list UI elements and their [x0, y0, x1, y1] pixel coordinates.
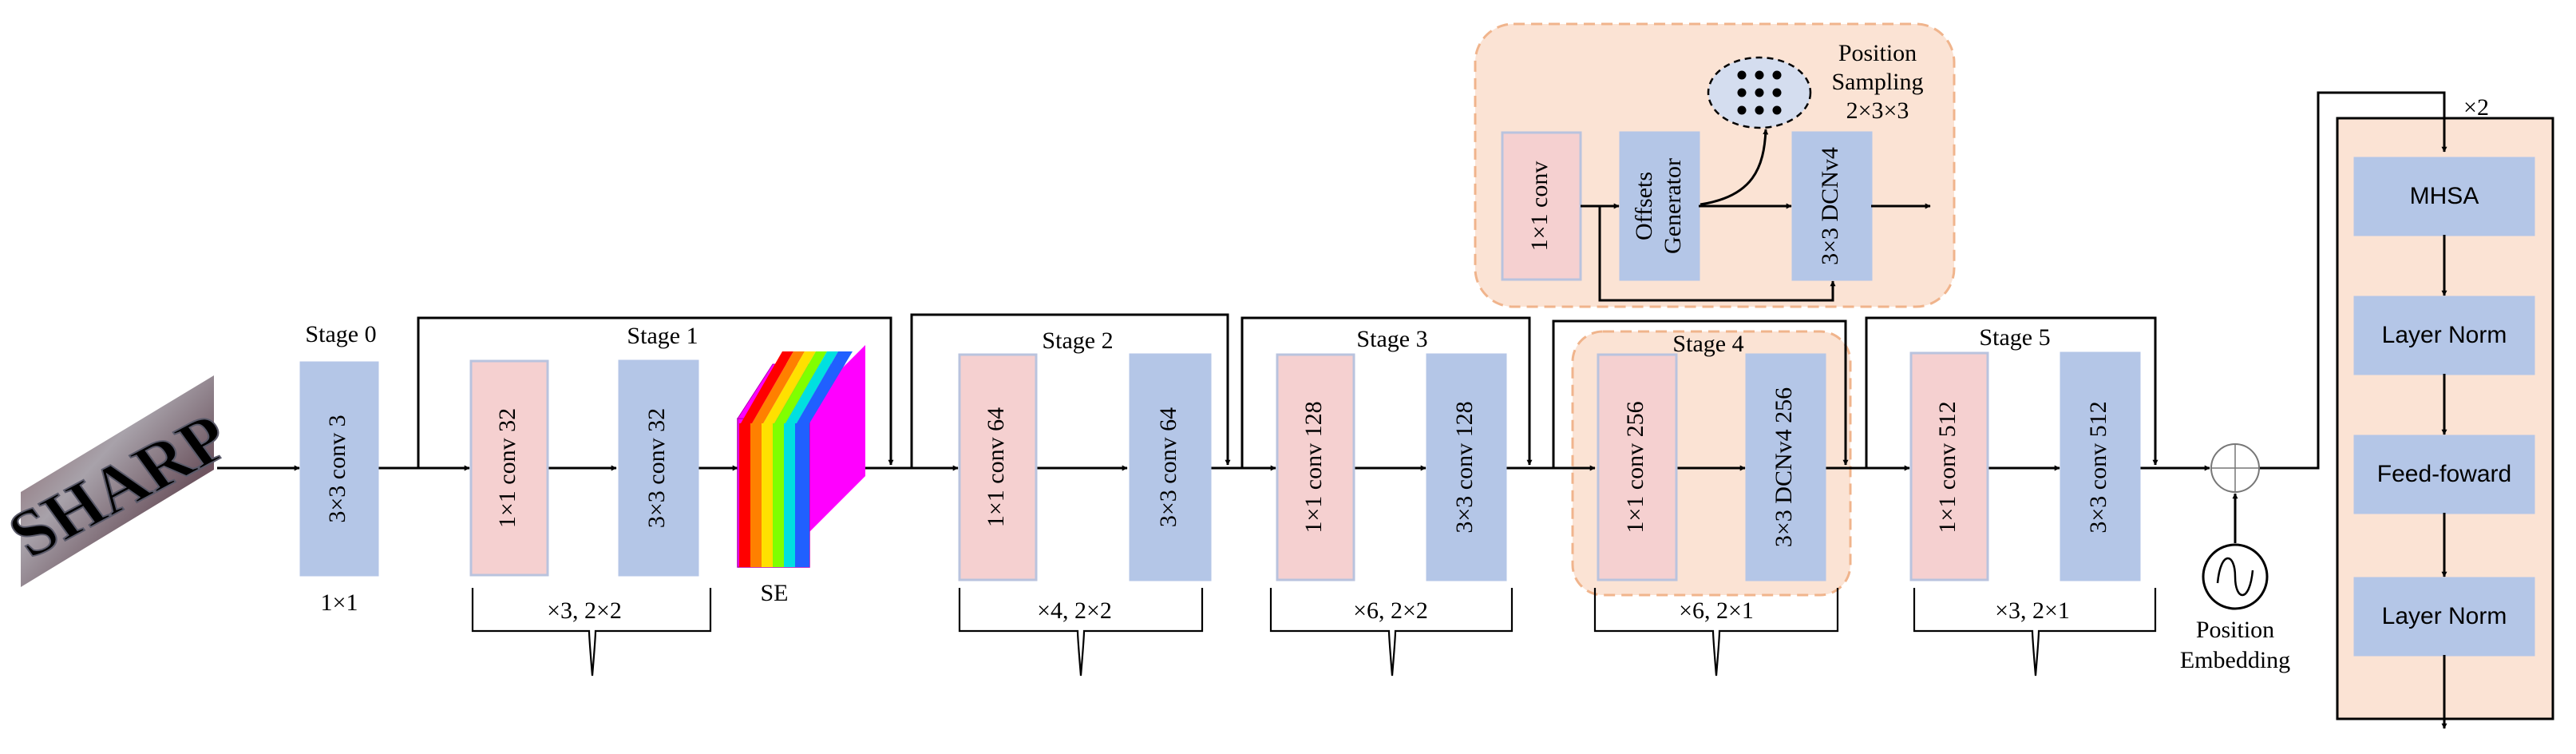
mhsa-label: MHSA: [2410, 183, 2479, 209]
stage4-blocks: 1×1 conv 256 3×3 DCNv4 256: [1597, 353, 1826, 581]
stage-labels: Stage 0 Stage 1 Stage 2 Stage 3 Stage 4 …: [305, 321, 2050, 357]
input-image: SHARP: [0, 375, 246, 587]
stage5-label: Stage 5: [1979, 324, 2050, 351]
stage2-label: Stage 2: [1042, 327, 1113, 354]
position-embedding: Position Embedding: [2180, 443, 2290, 673]
stage4-dcnv4-label: 3×3 DCNv4 256: [1771, 387, 1797, 547]
stage1-conv3x3-label: 3×3 conv 32: [643, 408, 670, 528]
main-flow-arrows: [217, 91, 2447, 471]
stage1-repeat: ×3, 2×2: [547, 597, 622, 624]
offsets-generator-label-2: Generator: [1660, 158, 1686, 254]
sampling-label-1: Position: [1838, 40, 1917, 66]
offsets-generator-label-1: Offsets: [1631, 172, 1657, 240]
se-block: SE: [737, 345, 865, 606]
stage5-blocks: 1×1 conv 512 3×3 conv 512: [1909, 351, 2141, 581]
stage5-conv3x3-label: 3×3 conv 512: [2085, 401, 2111, 533]
detail-conv1x1-label: 1×1 conv: [1526, 161, 1553, 252]
position-embedding-label-1: Position: [2196, 617, 2274, 643]
stage2-conv3x3-label: 3×3 conv 64: [1155, 407, 1181, 527]
stage2-conv1x1-label: 1×1 conv 64: [983, 407, 1009, 527]
stage3-conv3x3-label: 3×3 conv 128: [1451, 401, 1478, 533]
stage0-repeat: 1×1: [321, 589, 358, 616]
repeat-annotations: 1×1 ×3, 2×2 ×4, 2×2 ×6, 2×2 ×6, 2×1 ×3, …: [321, 588, 2157, 677]
sampling-points: [1737, 70, 1782, 115]
stage0-block: 3×3 conv 3: [299, 361, 379, 577]
stage0-label: Stage 0: [305, 321, 376, 347]
stage2-repeat: ×4, 2×2: [1037, 597, 1112, 624]
stage3-blocks: 1×1 conv 128 3×3 conv 128: [1276, 353, 1507, 581]
stage3-conv1x1-label: 1×1 conv 128: [1300, 401, 1327, 533]
sampling-label-3: 2×3×3: [1846, 97, 1909, 124]
transformer-repeat-label: ×2: [2463, 94, 2489, 121]
layer-norm-2-label: Layer Norm: [2382, 603, 2507, 629]
dcnv4-detail: 1×1 conv Offsets Generator 3×3 DCNv4 Pos…: [1501, 40, 1931, 302]
detail-dcnv4-label: 3×3 DCNv4: [1817, 147, 1843, 265]
stage1-blocks: 1×1 conv 32 3×3 conv 32: [469, 359, 699, 577]
stage5-conv1x1-label: 1×1 conv 512: [1934, 401, 1961, 533]
se-label: SE: [760, 580, 788, 606]
stage0-conv-label: 3×3 conv 3: [324, 415, 350, 522]
stage4-label: Stage 4: [1672, 331, 1743, 357]
layer-norm-1-label: Layer Norm: [2382, 322, 2507, 348]
stage3-label: Stage 3: [1356, 326, 1427, 352]
stage1-conv1x1-label: 1×1 conv 32: [494, 408, 520, 528]
skip-connections: [417, 313, 2159, 468]
transformer-block: ×2 MHSA Layer Norm Feed-foward Layer Nor…: [2353, 94, 2535, 729]
sampling-label-2: Sampling: [1831, 69, 1923, 95]
stage4-conv1x1-label: 1×1 conv 256: [1622, 401, 1648, 533]
position-embedding-label-2: Embedding: [2180, 647, 2290, 673]
stage5-repeat: ×3, 2×1: [1995, 597, 2070, 624]
stage1-label: Stage 1: [627, 323, 698, 349]
feed-forward-label: Feed-foward: [2377, 461, 2511, 487]
stage3-repeat: ×6, 2×2: [1353, 597, 1428, 624]
input-image-text: SHARP: [0, 400, 245, 572]
stage2-blocks: 1×1 conv 64 3×3 conv 64: [958, 353, 1212, 581]
stage4-repeat: ×6, 2×1: [1679, 597, 1754, 624]
